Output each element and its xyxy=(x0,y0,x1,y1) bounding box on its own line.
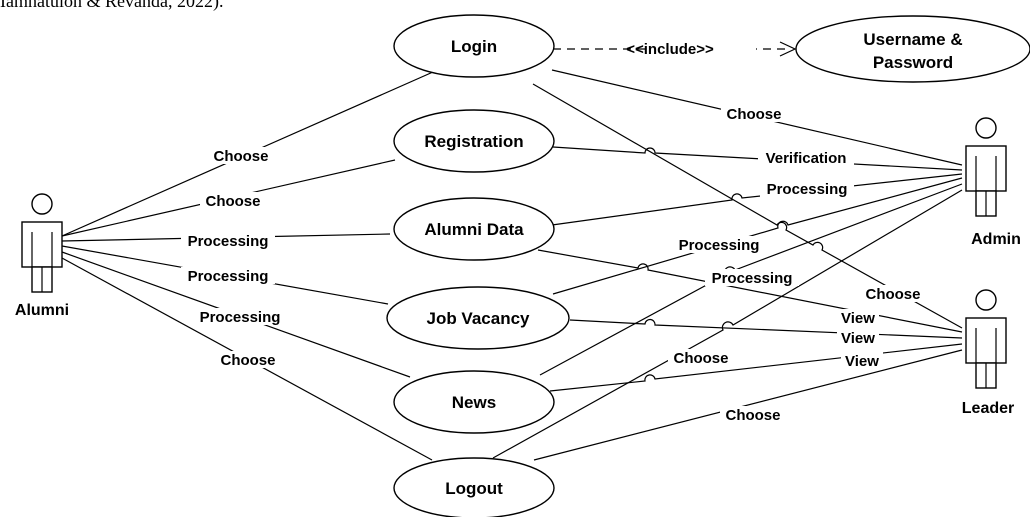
use-case-username-label-line2: Password xyxy=(873,53,953,72)
edge-admin-job-vacancy xyxy=(552,177,963,295)
use-case-news xyxy=(393,370,555,434)
actor-leader xyxy=(965,289,1007,389)
label-leader-logout-lower: Choose xyxy=(725,407,780,424)
edge-leader-logout-upper xyxy=(492,189,963,459)
use-case-login xyxy=(393,14,555,78)
use-case-alumni-data-label: Alumni Data xyxy=(424,220,524,239)
use-case-registration xyxy=(393,109,555,173)
use-case-login-label: Login xyxy=(451,37,497,56)
actor-alumni xyxy=(21,193,63,293)
use-case-logout xyxy=(393,457,555,517)
actor-alumni-label: Alumni xyxy=(15,302,69,319)
label-leader-logout-upper: Choose xyxy=(673,350,728,367)
label-alumni-news: Processing xyxy=(200,309,281,326)
edge-leader-news xyxy=(549,343,963,392)
edge-admin-registration xyxy=(552,146,963,171)
page-caption: Iamhatulon & Revanda, 2022). xyxy=(0,0,224,11)
label-alumni-login: Choose xyxy=(213,148,268,165)
actor-leader-label: Leader xyxy=(962,400,1014,417)
label-alumni-logout: Choose xyxy=(220,352,275,369)
label-alumni-job-vacancy: Processing xyxy=(188,268,269,285)
use-case-job-vacancy xyxy=(386,286,570,350)
edge-leader-logout-lower xyxy=(533,349,963,461)
use-case-username-password xyxy=(795,15,1030,83)
label-leader-job-vacancy: View xyxy=(841,330,875,347)
actor-leader-body xyxy=(965,317,1007,364)
label-leader-news: View xyxy=(845,353,879,370)
actor-admin-body xyxy=(965,145,1007,192)
edge-leader-alumni-data xyxy=(537,249,963,333)
use-case-alumni-data xyxy=(393,197,555,261)
label-admin-registration: Verification xyxy=(766,150,847,167)
actor-alumni-head xyxy=(31,193,53,215)
label-alumni-alumni-data: Processing xyxy=(188,233,269,250)
use-case-news-label: News xyxy=(452,393,496,412)
use-case-logout-label: Logout xyxy=(445,479,503,498)
actor-admin-head xyxy=(975,117,997,139)
edge-admin-alumni-data xyxy=(551,173,963,226)
use-case-job-vacancy-label: Job Vacancy xyxy=(426,309,530,328)
use-case-username-label-line1: Username & xyxy=(863,30,962,49)
actor-admin-label: Admin xyxy=(971,231,1021,248)
edge-leader-login xyxy=(532,83,963,329)
use-case-registration-label: Registration xyxy=(424,132,523,151)
label-alumni-registration: Choose xyxy=(205,193,260,210)
label-admin-news: Processing xyxy=(712,270,793,287)
label-admin-login: Choose xyxy=(726,106,781,123)
label-admin-alumni-data: Processing xyxy=(767,181,848,198)
edge-leader-job-vacancy xyxy=(569,318,963,339)
label-include: <<include>> xyxy=(626,41,714,58)
actor-admin xyxy=(965,117,1007,217)
include-arrowhead xyxy=(779,41,797,57)
actor-alumni-body xyxy=(21,221,63,268)
label-admin-job-vacancy: Processing xyxy=(679,237,760,254)
label-leader-alumni-data: View xyxy=(841,310,875,327)
label-leader-login: Choose xyxy=(865,286,920,303)
actor-leader-head xyxy=(975,289,997,311)
